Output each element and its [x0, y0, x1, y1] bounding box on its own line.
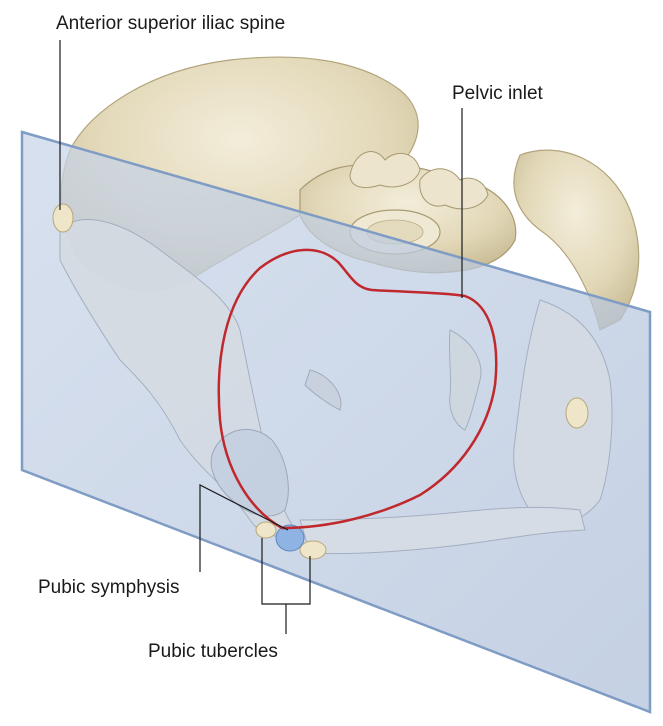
ischial-spine [304, 369, 342, 411]
pelvis-bones-behind-plane [59, 219, 613, 555]
leader-lines [59, 40, 463, 634]
asis-label: Anterior superior iliac spine [56, 13, 286, 34]
right-asis-landmark [565, 397, 589, 429]
pubic-tubercles-label: Pubic tubercles [148, 641, 278, 662]
right-pubic-tubercle [299, 540, 327, 560]
left-pubic-tubercle [255, 521, 277, 539]
pelvic-inlet-outline [217, 248, 498, 530]
pubic-rami [299, 506, 586, 555]
pubic-symphysis-label: Pubic symphysis [38, 577, 180, 598]
vertebra-process-2 [419, 168, 489, 210]
obturator-foramen [210, 428, 289, 517]
left-asis-landmark [52, 203, 74, 233]
pubic-symphysis-leader-line [199, 484, 289, 572]
sacrum-lower-segments [448, 329, 482, 431]
pelvic-inlet-label: Pelvic inlet [452, 83, 543, 104]
vertebra-process-1 [349, 151, 421, 188]
pubic-symphysis-disc [275, 524, 305, 552]
